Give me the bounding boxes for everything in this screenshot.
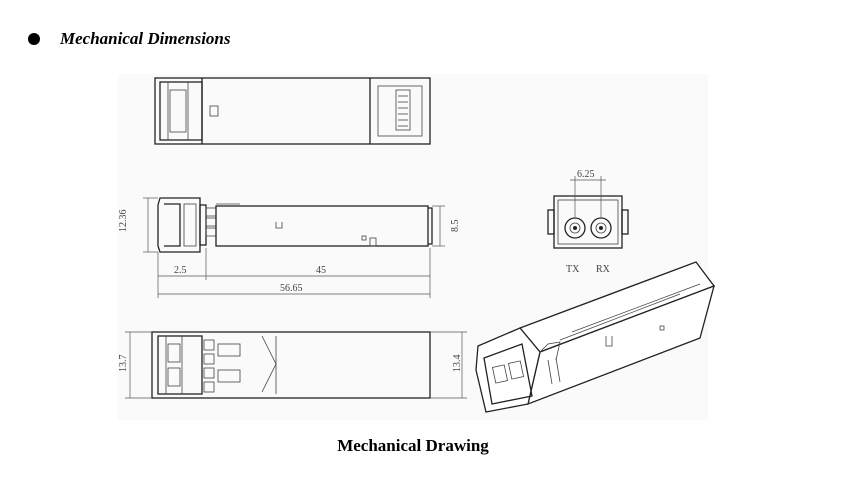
dim-height-side: 12.36 (118, 210, 129, 233)
dim-width-bottom-right: 13.4 (452, 355, 463, 373)
dim-height-rear: 8.5 (450, 220, 461, 233)
isometric-view (475, 261, 716, 413)
side-view (143, 197, 445, 298)
section-title: Mechanical Dimensions (60, 29, 231, 48)
bottom-view (125, 331, 467, 399)
label-rx: RX (596, 264, 611, 275)
top-view (154, 77, 431, 145)
dim-total-length: 56.65 (280, 283, 303, 294)
section-heading: Mechanical Dimensions (28, 28, 231, 50)
dim-port-pitch: 6.25 (577, 169, 595, 180)
bullet-icon (28, 33, 40, 45)
dim-width-bottom-left: 13.7 (118, 355, 129, 373)
dim-latch-offset: 2.5 (174, 265, 187, 276)
drawing-caption: Mechanical Drawing (337, 436, 489, 455)
label-tx: TX (566, 264, 580, 275)
dim-body-length: 45 (316, 265, 326, 276)
front-view (547, 176, 629, 249)
